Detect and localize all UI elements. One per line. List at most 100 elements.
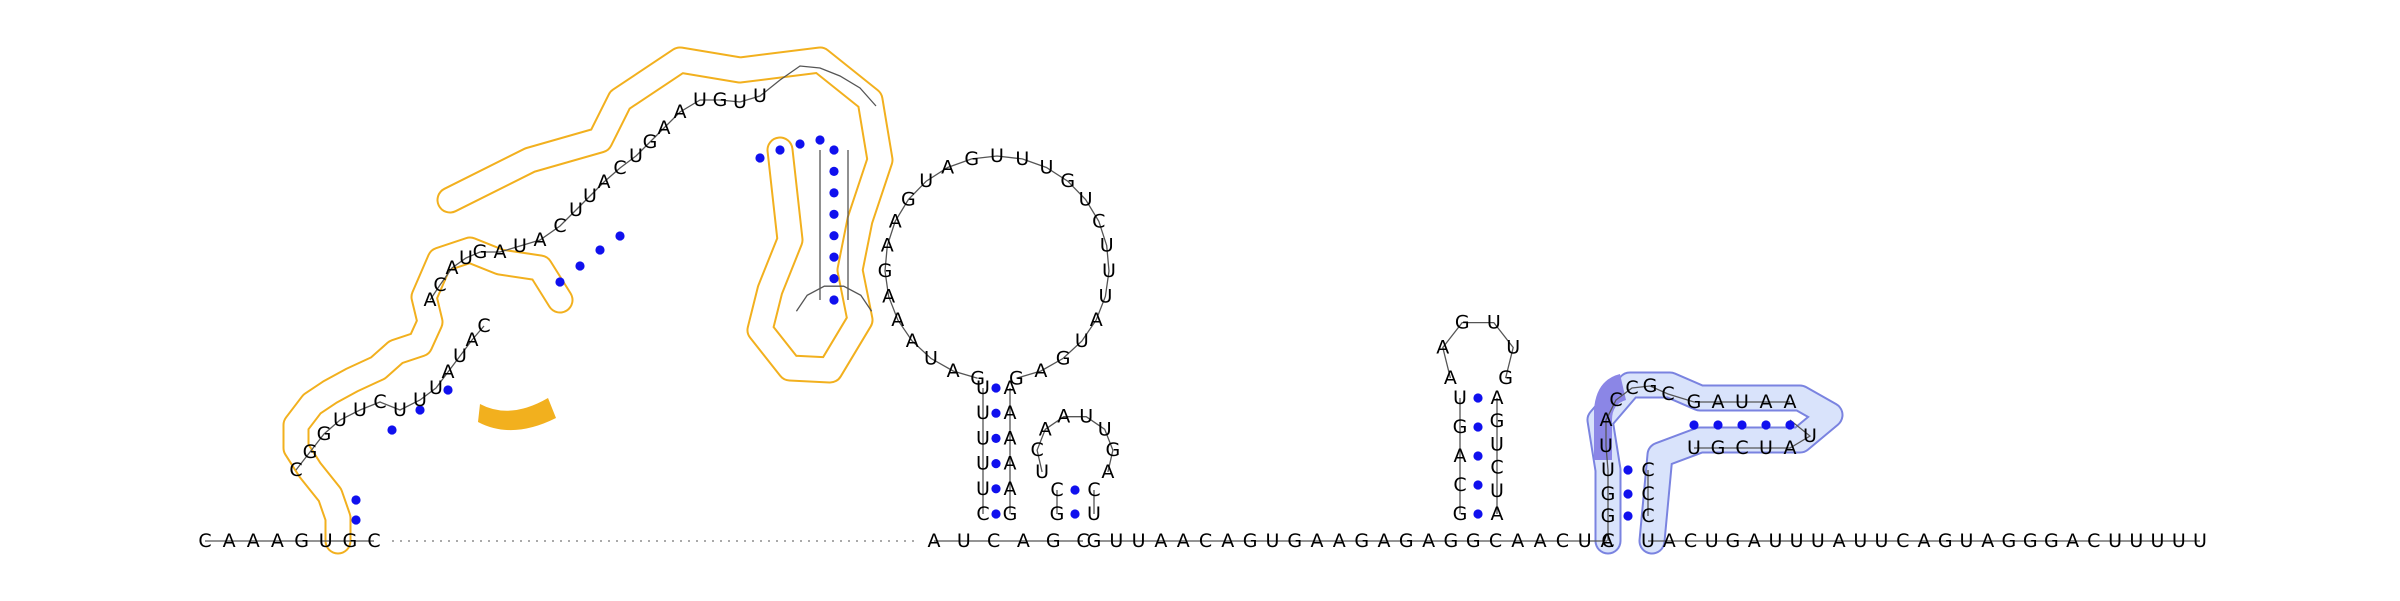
hairpin2-loop-nt-1: G [970,367,985,389]
hairpin3-base-pair-1 [1070,509,1080,519]
domain1-base-pair-7 [575,261,585,271]
hairpin2-loop-nt-15: U [1015,148,1029,170]
domain1-loop-nt-9: C [553,215,566,237]
hairpin2-stem3-nt-2: A [1004,478,1017,500]
hairpin4-stem3-nt-6: A [1491,503,1504,525]
five-prime-nt-1: C [198,530,211,552]
linker-nt-6: C [1199,530,1212,552]
hairpin2-base-pair-5 [991,408,1001,418]
hairpin3-stem3-nt-1: C [1087,479,1100,501]
domain1-stem-nt-12: A [466,329,479,351]
domain1-stem-nt-9: U [429,377,443,399]
domain1-loop-nt-11: U [583,185,597,207]
hairpin4-base-pair-4 [1473,422,1483,432]
domain5-nt-a-14: A [1760,391,1773,413]
hairpin4-stem5-nt-3: A [1454,445,1467,467]
hairpin4-base-pair-3 [1473,451,1483,461]
hairpin3-loop-backbone [1036,416,1114,473]
hairpin2-loop-nt-9: A [889,210,902,232]
domain1-stem-nt-6: C [373,391,386,413]
hairpin4-loop-nt-1: A [1444,367,1457,389]
hairpin2-loop-nt-22: U [1098,285,1112,307]
three-prime-nt-24: U [2129,530,2143,552]
domain1-loop-nt-13: C [613,157,626,179]
hairpin2-loop-nt-6: A [882,285,895,307]
domain1-base-pair-9 [615,231,625,241]
domain1-stem-nt-11: U [453,345,467,367]
domain1-loop-nt-18: U [693,89,707,111]
domain1-loop-nt-12: A [598,171,611,193]
linker-nt-18: G [1466,530,1481,552]
three-prime-nt-22: C [2087,530,2100,552]
domain1-loop-nt-17: A [674,101,687,123]
domain1-backbone-b [429,65,877,301]
domain1-loop-nt-14: U [629,145,643,167]
three-prime-nt-3: C [1684,530,1697,552]
domain1-stem3-pair-6 [829,252,839,262]
hairpin2-loop-nt-17: G [1060,170,1075,192]
linker-nt-13: G [1354,530,1369,552]
domain1-base-pair-13 [815,135,825,145]
domain5-nt-a-7: C [1609,389,1622,411]
domain1-base-pair-6 [555,277,565,287]
domain5-nt-b-4: U [1687,437,1701,459]
three-prime-nt-8: U [1790,530,1804,552]
linker-nt-11: A [1311,530,1324,552]
three-prime-nt-11: U [1853,530,1867,552]
base-pair-layer [351,135,1795,525]
domain5-nt-b-7: U [1759,437,1773,459]
hairpin2-base-pair-4 [991,433,1001,443]
hairpin4-stem3-nt-2: G [1490,410,1505,432]
linker-nt-4: A [1154,530,1167,552]
hairpin3-stem3-nt-2: U [1087,503,1101,525]
domain1-loop-nt-4: U [459,247,473,269]
domain5-nt-b-1: C [1641,459,1654,481]
hairpin2-loop-nt-25: G [1056,347,1071,369]
hairpin4-loop-nt-2: A [1436,337,1449,359]
domain5-backbone-a [1605,385,1790,541]
domain1-base-pair-8 [595,245,605,255]
hairpin4-stem3-nt-5: U [1490,480,1504,502]
domain5-nt-a-1: C [1601,530,1614,552]
linker-nt-21: A [1534,530,1547,552]
domain1-stem-nt-5: U [353,399,367,421]
three-prime-nt-16: U [1960,530,1974,552]
hairpin2-loop-nt-4: A [906,330,919,352]
domain1-base-pair-12 [795,139,805,149]
domain5-nt-b-2: C [1641,483,1654,505]
three-prime-nt-20: G [2044,530,2059,552]
hairpin4-loop-nt-3: G [1455,312,1470,334]
domain1-loop-nt-8: A [534,229,547,251]
domain5-backbone-c [1694,419,1812,449]
hairpin3-loop-nt-5: U [1079,406,1093,428]
three-prime-nt-4: U [1705,530,1719,552]
three-prime-nt-19: G [2023,530,2038,552]
domain1-base-pair-5 [443,385,453,395]
three-prime-nt-14: A [1918,530,1931,552]
five-prime-nt-6: U [319,530,333,552]
domain1-loop-nt-7: U [513,235,527,257]
hairpin2-loop-nt-11: U [919,170,933,192]
hairpin2-stem3-nt-4: A [1004,427,1017,449]
domain5-nt-a-5: U [1599,435,1613,457]
three-prime-nt-25: U [2151,530,2165,552]
hairpin3-loop-nt-7: G [1106,439,1121,461]
hairpin2-loop-nt-19: C [1092,210,1105,232]
hairpin2-loop-nt-7: G [878,260,893,282]
hairpin2-loop-nt-26: A [1034,360,1047,382]
hairpin2-loop-nt-12: A [941,157,954,179]
hairpin2-loop-nt-20: U [1100,235,1114,257]
domain5-arm-pair-3 [1737,420,1747,430]
linker-nt-8: G [1243,530,1258,552]
linker-nt-24: A [1601,530,1614,552]
mid-nt-3: C [987,530,1000,552]
domain5-nt-b-5: G [1711,437,1726,459]
domain1-loop-nt-6: A [494,241,507,263]
domain1-loop-nt-16: A [658,117,671,139]
domain1-loop-nt-20: U [733,91,747,113]
linker-nt-2: U [1109,530,1123,552]
hairpin4-base-pair-2 [1473,480,1483,490]
domain5-highlight-solid [1594,374,1626,460]
hairpin2-base-pair-1 [991,509,1001,519]
